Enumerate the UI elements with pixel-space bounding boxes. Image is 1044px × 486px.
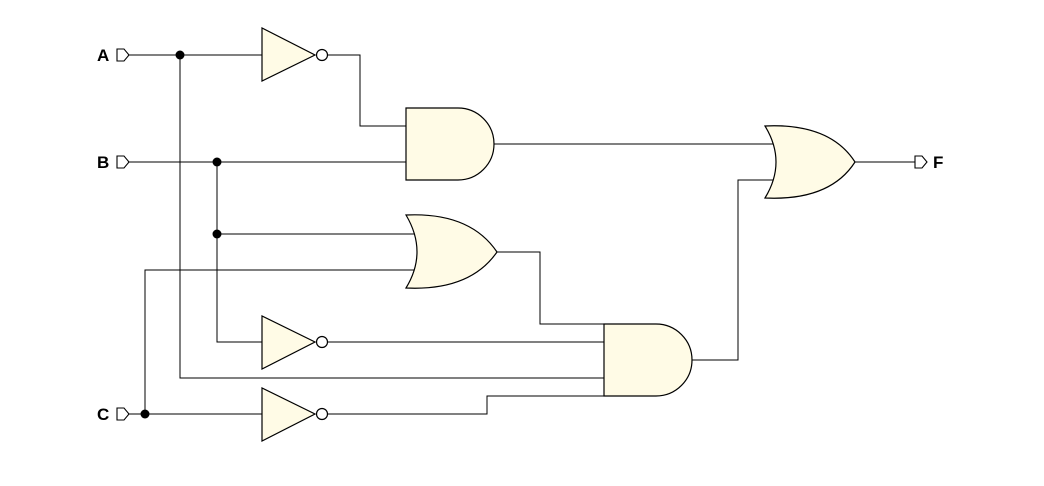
- wire-a-tap: [179, 55, 604, 379]
- not-gate-b: [261, 315, 329, 370]
- not-gate-c: [261, 387, 329, 442]
- or-gate-1: [404, 214, 498, 289]
- junction-dot: [140, 409, 150, 419]
- junction-dot: [175, 50, 185, 60]
- input-label-a: A: [97, 46, 110, 65]
- wire-and2-out: [692, 179, 774, 361]
- junction-dot: [212, 229, 222, 239]
- and-gate-2: [603, 323, 693, 397]
- wire-b-tap: [216, 162, 262, 343]
- input-port-c: [116, 407, 130, 421]
- output-label-f: F: [933, 153, 944, 172]
- junction-dot: [212, 157, 222, 167]
- wires: [129, 54, 915, 415]
- and-gate-1: [405, 107, 495, 181]
- not-gate-a: [261, 27, 329, 82]
- output-port-f: [914, 155, 928, 169]
- or-gate-2: [763, 125, 856, 199]
- input-label-b: B: [97, 153, 110, 172]
- wire-c-or: [144, 269, 414, 414]
- input-port-b: [116, 155, 130, 169]
- input-port-a: [116, 48, 130, 62]
- input-label-c: C: [97, 405, 110, 424]
- wire-notc: [328, 395, 604, 415]
- wire-or1-out: [497, 251, 604, 325]
- wire-nota: [328, 54, 406, 127]
